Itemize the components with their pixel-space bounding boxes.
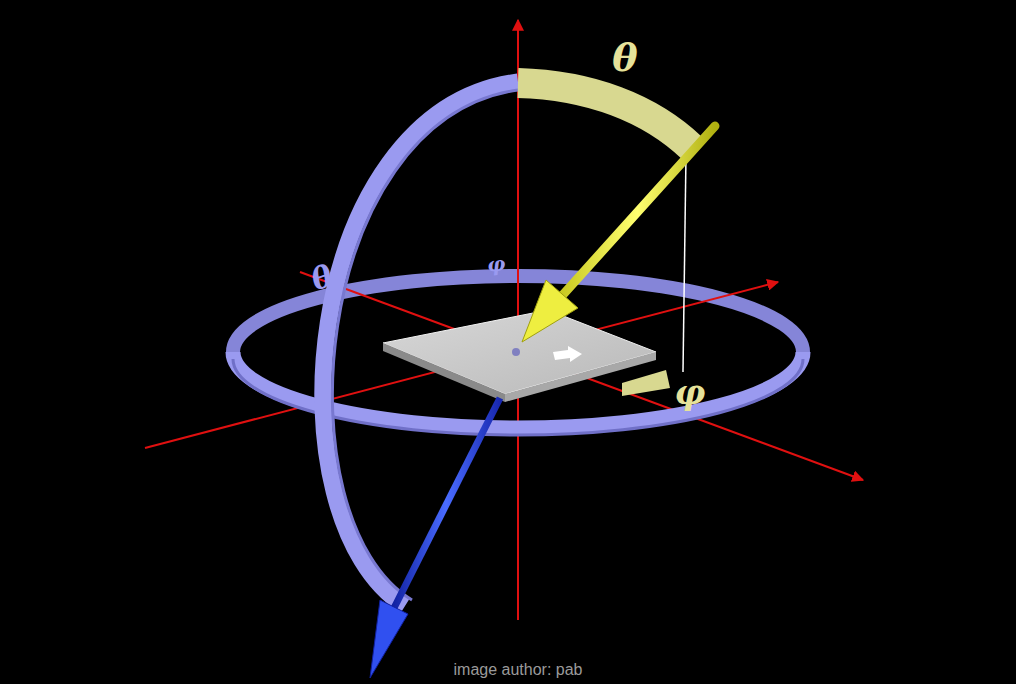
phi-label: φ <box>486 253 506 275</box>
incident-beam <box>560 126 715 298</box>
incident-arrowhead <box>522 280 578 342</box>
theta-angle-band <box>518 83 692 148</box>
projection-line <box>683 155 686 372</box>
origin-dot <box>512 348 520 356</box>
phi-label: φ <box>675 375 706 409</box>
sample-plate-side <box>505 352 656 402</box>
reflected-arrowhead <box>370 600 408 678</box>
credit-text: image author: pab <box>454 662 583 678</box>
phi-angle-band <box>622 370 670 396</box>
direction-arrow <box>553 346 582 362</box>
reflected-beam <box>392 398 500 612</box>
theta-label: θ <box>612 39 637 77</box>
sample-plate-side <box>383 343 505 402</box>
sample-plate <box>383 310 656 394</box>
